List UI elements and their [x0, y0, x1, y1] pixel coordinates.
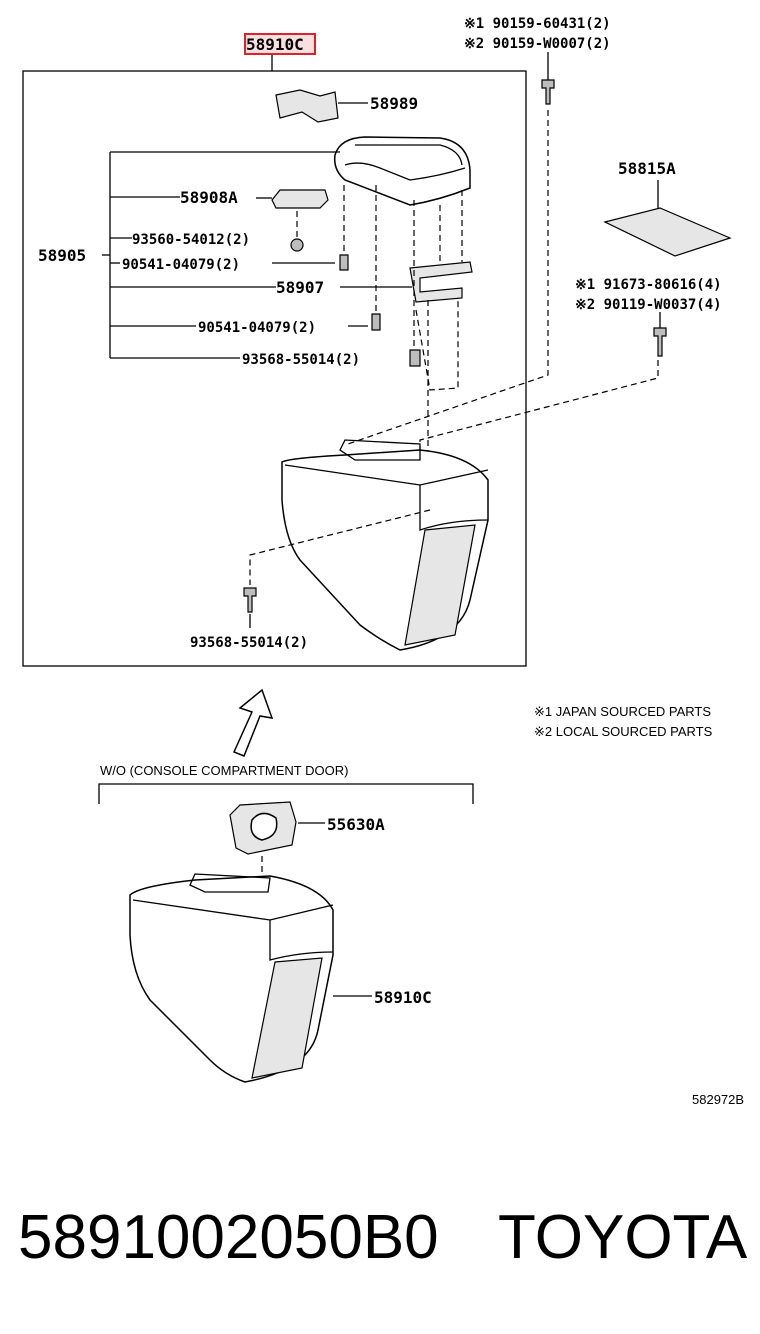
- dash-s1b: [419, 360, 659, 460]
- wo-bracket: [98, 783, 474, 804]
- screw-90541a-icon: [339, 254, 349, 271]
- label-58910C[interactable]: 58910C: [374, 988, 432, 1007]
- screw-93568a-icon: [409, 349, 421, 367]
- label-55630A[interactable]: 55630A: [327, 815, 385, 834]
- screw-91673-icon: [653, 327, 667, 357]
- footer-brand: TOYOTA: [498, 1203, 748, 1272]
- wo-label: W/O (CONSOLE COMPARTMENT DOOR): [100, 763, 348, 778]
- label-58907[interactable]: 58907: [276, 278, 324, 297]
- top-part-label[interactable]: 58910C: [246, 35, 304, 54]
- dash-box-guide: [415, 300, 459, 391]
- armrest-seam: [344, 162, 466, 181]
- label-s2b[interactable]: ※2 90119-W0037(4): [575, 297, 722, 313]
- highlight-box: [244, 33, 316, 55]
- footer-part-number: 5891002050B0: [18, 1203, 439, 1272]
- armrest-top-edge: [355, 144, 463, 166]
- label-93568b[interactable]: 93568-55014(2): [190, 635, 308, 651]
- highlight-fill: [246, 35, 314, 53]
- note-japan: ※1 JAPAN SOURCED PARTS: [534, 704, 711, 719]
- screw-93568b-icon: [243, 587, 257, 613]
- label-s1a[interactable]: ※1 90159-60431(2): [464, 16, 611, 32]
- label-58908A[interactable]: 58908A: [180, 188, 238, 207]
- console-upper-fold: [419, 485, 489, 531]
- label-90541b[interactable]: 90541-04079(2): [198, 320, 316, 336]
- label-58905[interactable]: 58905: [38, 246, 86, 265]
- part-58907-shape: [409, 261, 473, 303]
- console-lower-panel: [251, 957, 323, 1079]
- diagram-code: 582972B: [692, 1092, 744, 1107]
- label-93568a[interactable]: 93568-55014(2): [242, 352, 360, 368]
- part-58908A-shape: [271, 189, 329, 209]
- main-assembly-frame: [22, 70, 527, 667]
- armrest-lid: [333, 136, 471, 206]
- part-55630A-hole: [250, 812, 278, 841]
- console-upper-opening: [339, 439, 421, 461]
- up-arrow-icon: [232, 688, 274, 757]
- clip-93560-icon: [290, 238, 304, 252]
- console-upper-panel: [404, 524, 476, 646]
- label-58989[interactable]: 58989: [370, 94, 418, 113]
- console-lower-fold: [269, 920, 334, 961]
- screw-90541b-icon: [371, 313, 381, 331]
- console-lower-opening: [189, 873, 271, 893]
- note-local: ※2 LOCAL SOURCED PARTS: [534, 724, 713, 739]
- dash-93568b: [249, 509, 431, 585]
- part-58989-shape: [275, 89, 339, 123]
- label-s1b[interactable]: ※1 91673-80616(4): [575, 277, 722, 293]
- dash-s1a: [344, 110, 549, 446]
- label-58815A[interactable]: 58815A: [618, 159, 676, 178]
- label-90541a[interactable]: 90541-04079(2): [122, 257, 240, 273]
- label-s2a[interactable]: ※2 90159-W0007(2): [464, 36, 611, 52]
- part-58815A-shape: [603, 207, 732, 257]
- screw-90159-icon: [541, 79, 555, 105]
- label-93560[interactable]: 93560-54012(2): [132, 232, 250, 248]
